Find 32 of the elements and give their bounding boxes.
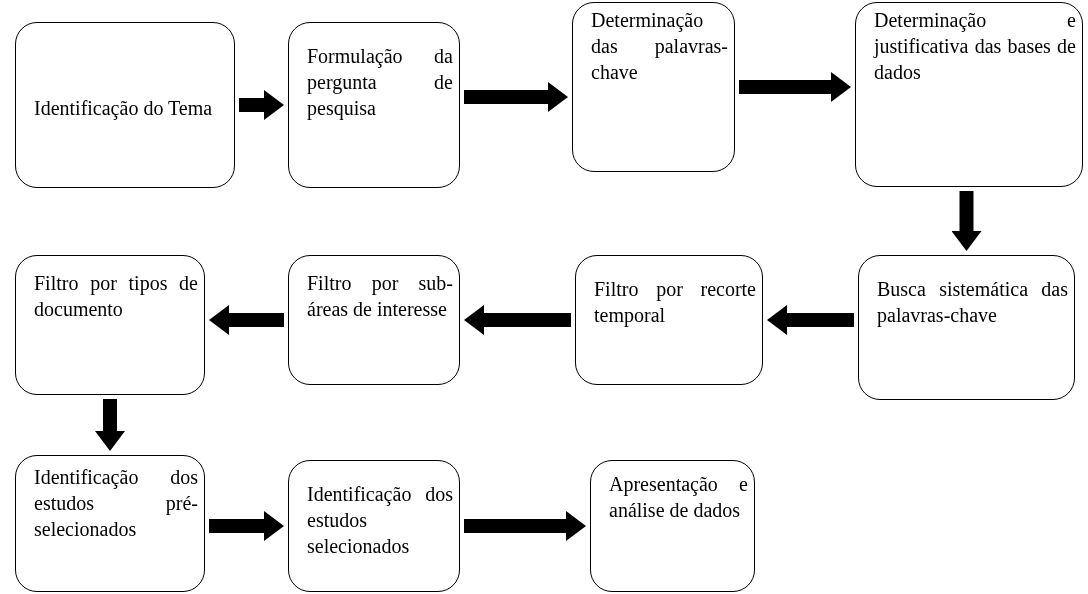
process-box xyxy=(855,2,1083,187)
process-box xyxy=(288,460,460,592)
process-box xyxy=(15,22,235,188)
block-arrow xyxy=(95,399,125,451)
block-arrow xyxy=(209,305,284,335)
box-text: Apresentação e análise de dados xyxy=(609,472,748,523)
block-arrow xyxy=(767,305,854,335)
block-arrow xyxy=(951,191,982,251)
box-text: Filtro por tipos de documento xyxy=(34,271,198,322)
process-box xyxy=(15,255,205,395)
box-text: Determinação e justificativa das bases de dados xyxy=(874,8,1076,85)
box-text: Filtro por sub-áreas de interesse xyxy=(307,271,453,322)
process-box xyxy=(590,460,755,592)
box-text: Identificação dos estudos selecionados xyxy=(307,482,453,559)
process-box xyxy=(15,455,205,592)
box-text: Formulação da pergunta de pesquisa xyxy=(307,44,453,121)
process-box xyxy=(288,22,460,188)
block-arrow xyxy=(739,72,851,102)
process-box xyxy=(858,255,1075,400)
process-box xyxy=(572,2,735,172)
block-arrow xyxy=(209,511,284,541)
block-arrow xyxy=(464,305,571,335)
box-text: Filtro por recorte temporal xyxy=(594,277,756,328)
block-arrow xyxy=(464,511,586,541)
box-text: Determinação das palavras-chave xyxy=(591,8,728,85)
block-arrow xyxy=(464,82,568,112)
box-text: Identificação do Tema xyxy=(34,96,214,121)
box-text: Busca sistemática das palavras-chave xyxy=(877,277,1068,328)
process-box xyxy=(575,255,763,385)
process-box xyxy=(288,255,460,385)
box-text: Identificação dos estudos pré-selecionados xyxy=(34,465,198,542)
block-arrow xyxy=(239,90,284,120)
